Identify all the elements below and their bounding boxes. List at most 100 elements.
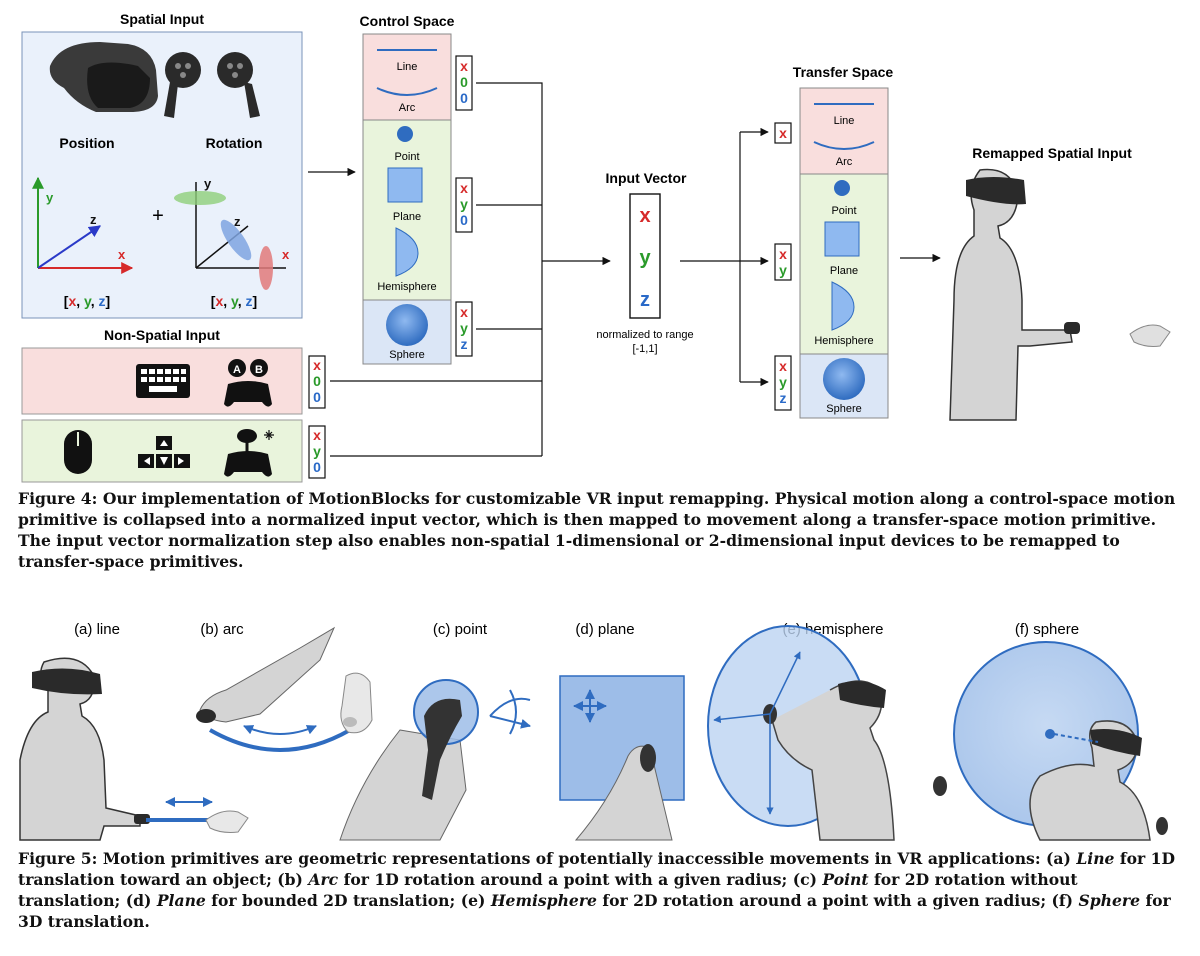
transfer-arc-shape	[813, 141, 875, 150]
control-space-title: Control Space	[360, 13, 455, 29]
cv3-z: z	[461, 336, 468, 352]
caption5-sphere: Sphere	[1078, 891, 1140, 910]
nonspatial-input-title: Non-Spatial Input	[104, 327, 220, 343]
caption5-part6: for 2D rotation around a point with a gi…	[602, 891, 1073, 910]
transfer-point-label: Point	[831, 205, 856, 217]
transfer-plane-shape	[824, 221, 860, 257]
control-sphere-shape	[386, 304, 428, 346]
transfer-hemisphere-shape	[831, 281, 855, 331]
panel-f-label: (f) sphere	[1015, 621, 1079, 638]
cv1-z: 0	[460, 90, 468, 106]
figure-4-caption-label: Figure 4:	[18, 489, 98, 508]
mouse-icon	[64, 430, 92, 474]
rot-axis-y: y	[204, 176, 212, 191]
iv-y: y	[639, 247, 651, 269]
tv3-y: y	[779, 374, 787, 390]
arrow-keys-icon	[138, 436, 190, 468]
caption5-part1: Motion primitives are geometric represen…	[102, 849, 1071, 868]
panel-f-illustration	[953, 641, 1168, 841]
ns2-x: x	[313, 427, 321, 443]
control-sphere-label: Sphere	[389, 349, 424, 361]
position-axes	[32, 176, 134, 274]
cv2-y: y	[460, 196, 468, 212]
rot-axis-z: z	[234, 214, 241, 229]
rot-axis-x: x	[282, 247, 290, 262]
remapped-title: Remapped Spatial Input	[972, 145, 1132, 161]
tv3-z: z	[780, 390, 787, 406]
transfer-vector-2d	[774, 243, 792, 281]
transfer-space-title: Transfer Space	[793, 64, 894, 80]
cv3-x: x	[460, 304, 468, 320]
remapped-virtual-hand	[1129, 324, 1171, 347]
panel-d-label: (d) plane	[575, 621, 634, 638]
transfer-vector-1d	[774, 122, 792, 144]
caption5-part7: for 3D translation.	[18, 891, 1171, 931]
tv3-x: x	[779, 358, 787, 374]
caption5-point: Point	[822, 870, 869, 889]
transfer-point-shape	[834, 180, 850, 196]
pos-axis-x: x	[118, 247, 126, 262]
control-hemisphere-shape	[395, 227, 419, 277]
control-plane-shape	[387, 167, 423, 203]
caption5-part4: for 2D rotation without translation; (d)	[18, 870, 1078, 910]
panel-b-illustration	[196, 626, 373, 752]
normalized-line2: [-1,1]	[632, 343, 657, 355]
spatial-input-title: Spatial Input	[120, 11, 204, 27]
ns2-z: 0	[313, 459, 321, 475]
control-arc-label: Arc	[399, 102, 416, 114]
nonspatial-vector-1	[308, 355, 326, 409]
transfer-vector-3d	[774, 355, 792, 411]
position-vector: [x, y, z]	[64, 293, 110, 309]
ns1-y: 0	[313, 373, 321, 389]
split-connectors	[680, 132, 741, 382]
transfer-sphere-shape	[823, 358, 865, 400]
merge-connectors	[330, 82, 543, 457]
button-b-label: B	[255, 364, 263, 376]
panel-e-illustration	[707, 625, 947, 841]
transfer-sphere-label: Sphere	[826, 403, 861, 415]
transfer-hemisphere-label: Hemisphere	[814, 335, 873, 347]
iv-x: x	[639, 205, 650, 227]
tv2-y: y	[779, 262, 787, 278]
vr-headset-icon	[49, 42, 158, 112]
ns2-y: y	[313, 443, 321, 459]
rotation-vector: [x, y, z]	[211, 293, 257, 309]
caption5-part3: for 1D rotation around a point with a gi…	[343, 870, 817, 889]
control-vector-1d	[455, 55, 473, 111]
control-point-shape	[397, 126, 413, 142]
panel-b-label: (b) arc	[200, 621, 244, 638]
gamepad-ab-icon	[224, 359, 272, 407]
caption5-part5: for bounded 2D translation; (e)	[211, 891, 486, 910]
tv1-x: x	[779, 125, 787, 141]
control-vector-3d	[455, 301, 473, 357]
figure-4-caption: Figure 4: Our implementation of MotionBl…	[18, 488, 1184, 572]
transfer-plane-label: Plane	[830, 265, 858, 277]
control-plane-label: Plane	[393, 211, 421, 223]
transfer-1d-group	[799, 87, 889, 175]
keyboard-icon	[136, 364, 190, 398]
control-vector-2d	[455, 177, 473, 233]
plus-sign: +	[152, 205, 164, 227]
remapped-person-figure	[949, 168, 1080, 421]
figure-5-caption-label: Figure 5:	[18, 849, 98, 868]
cv2-x: x	[460, 180, 468, 196]
control-2d-group	[362, 119, 452, 301]
caption5-hemisphere: Hemisphere	[490, 891, 597, 910]
panel-a-label: (a) line	[74, 621, 120, 638]
pos-axis-y: y	[46, 190, 54, 205]
caption5-part2: for 1D translation toward an object; (b)	[18, 849, 1176, 889]
control-hemisphere-label: Hemisphere	[377, 281, 436, 293]
figure-5-caption: Figure 5: Motion primitives are geometri…	[18, 848, 1184, 932]
cv3-y: y	[460, 320, 468, 336]
rotation-label: Rotation	[206, 135, 263, 151]
cv1-y: 0	[460, 74, 468, 90]
button-a-label: A	[233, 364, 241, 376]
cv2-z: 0	[460, 212, 468, 228]
control-line-label: Line	[397, 61, 418, 73]
tv2-x: x	[779, 246, 787, 262]
figure-4-caption-text: Our implementation of MotionBlocks for c…	[18, 489, 1176, 571]
caption5-line: Line	[1076, 849, 1115, 868]
ns1-z: 0	[313, 389, 321, 405]
panel-c-label: (c) point	[433, 621, 488, 638]
